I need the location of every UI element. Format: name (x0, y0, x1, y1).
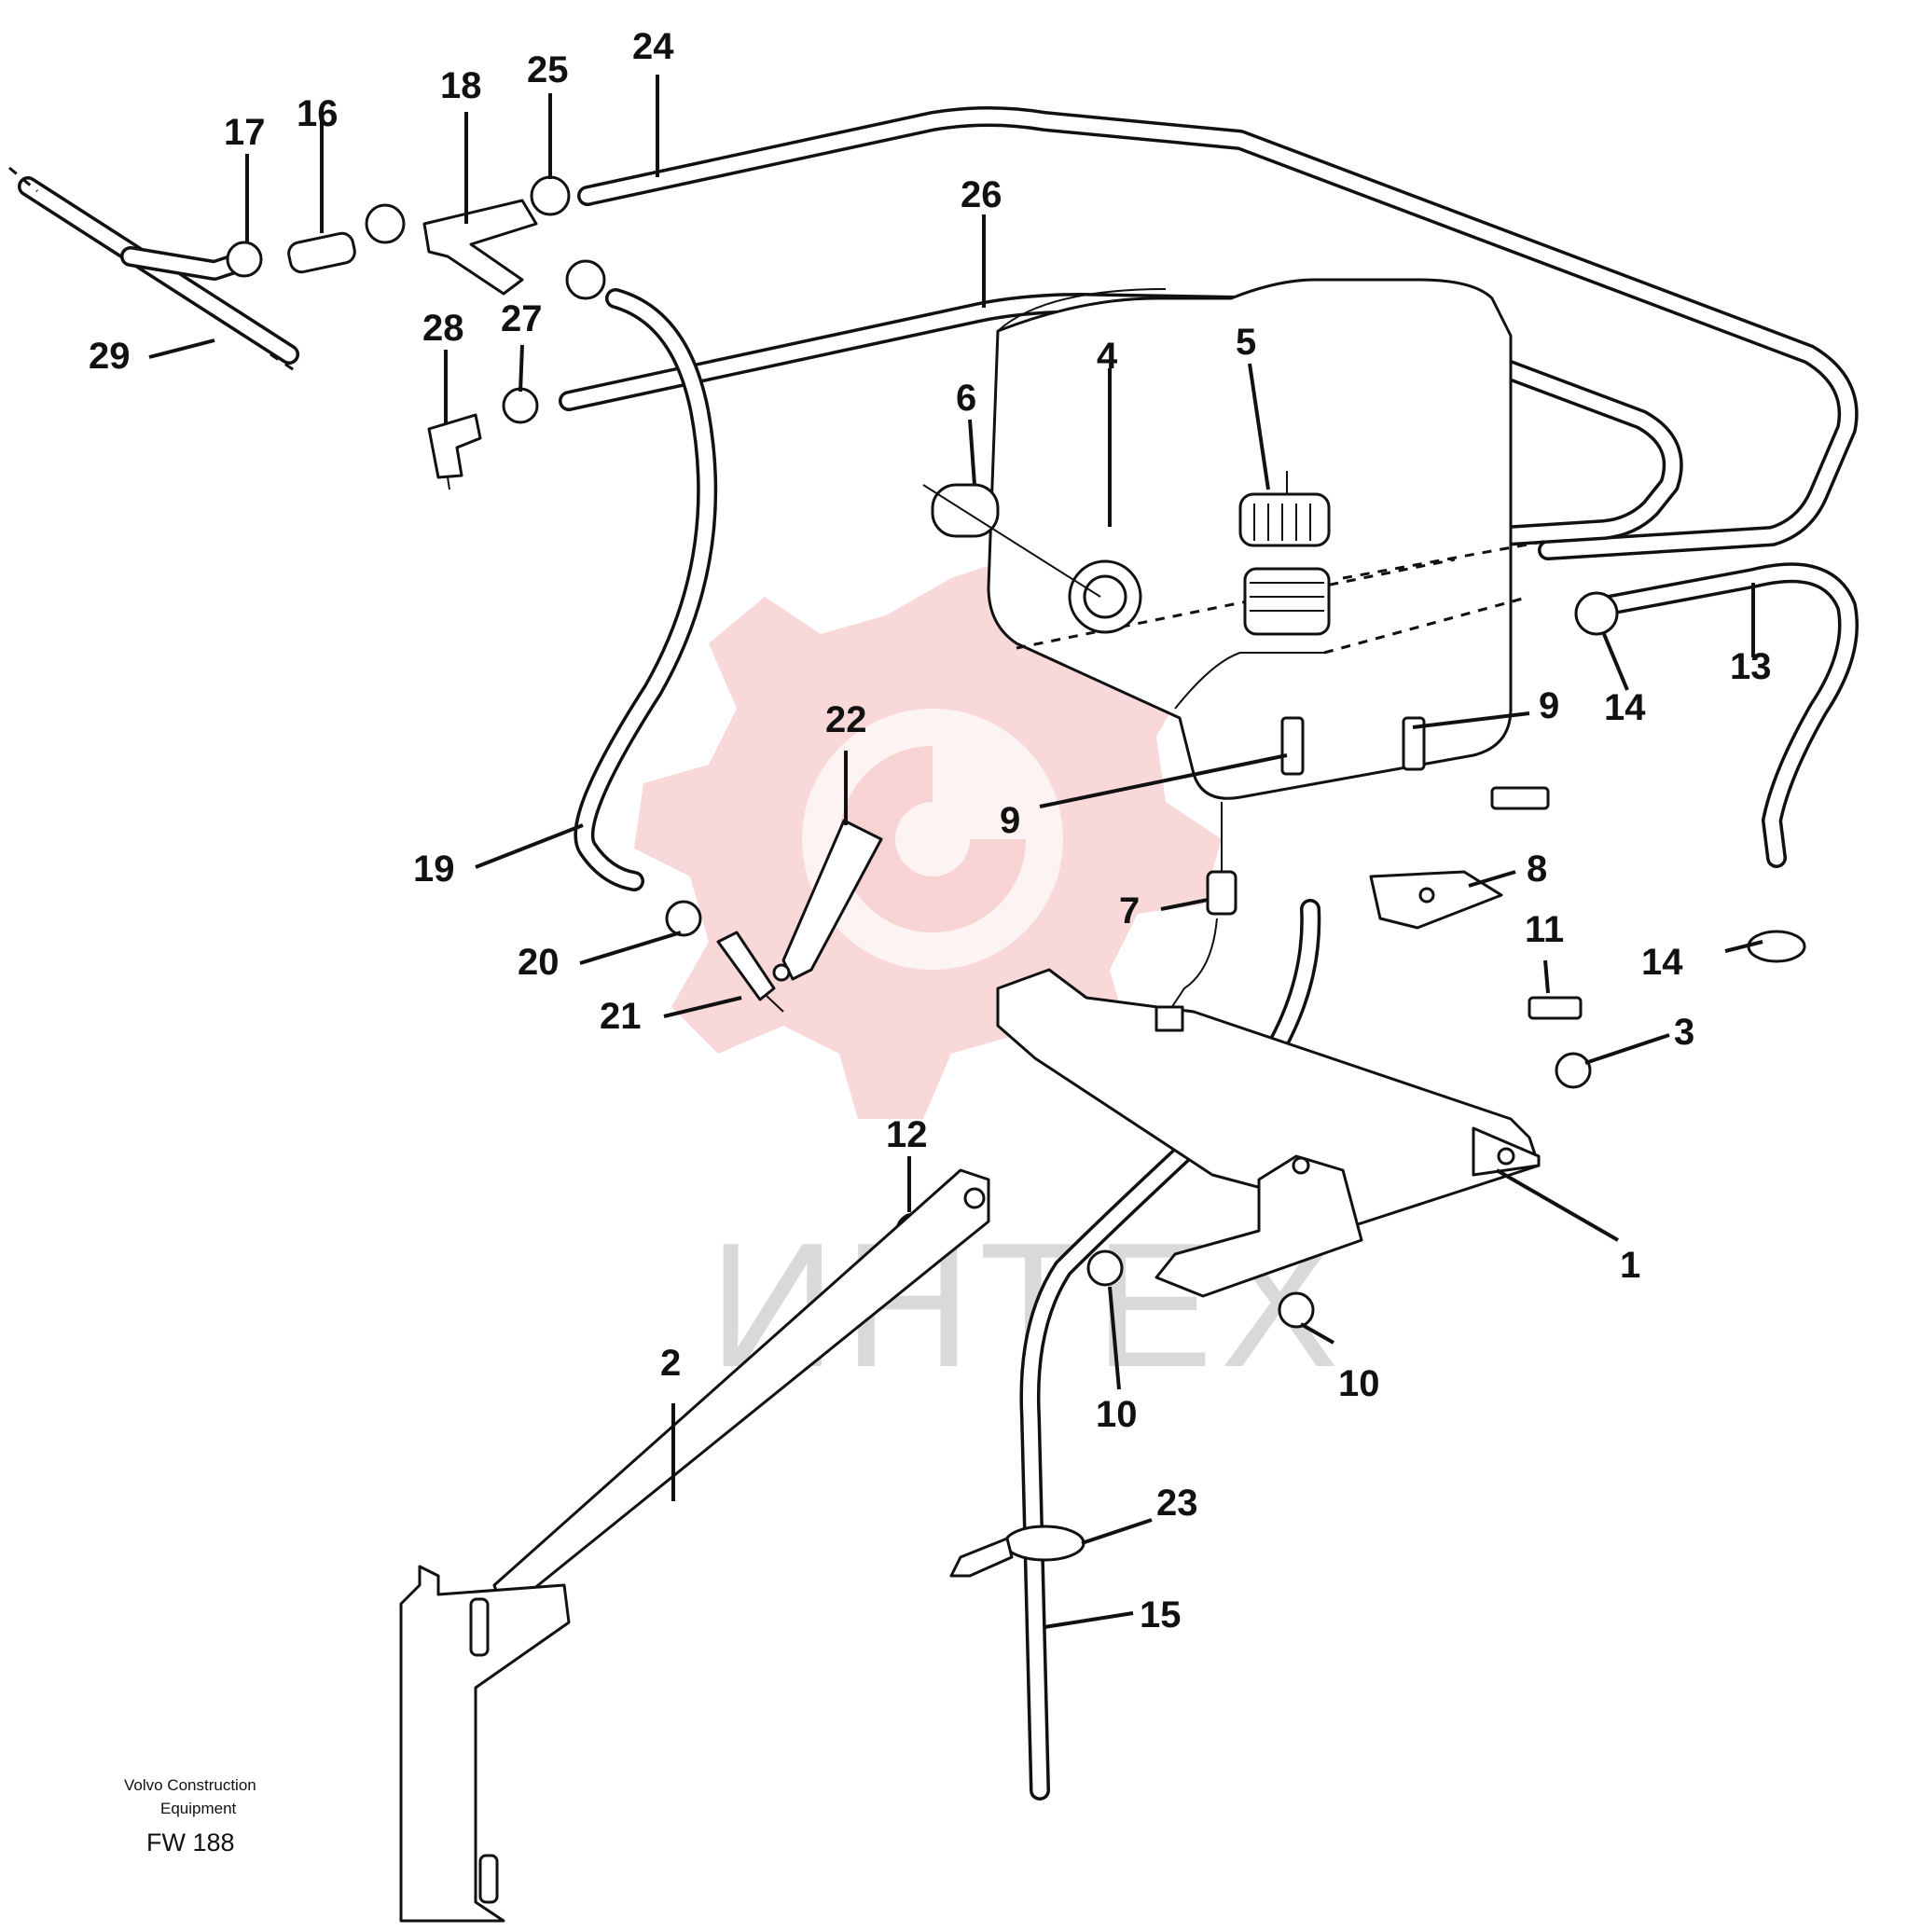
callout-22: 22 (825, 699, 867, 740)
callout-7: 7 (1119, 890, 1140, 932)
callout-11: 11 (1525, 909, 1564, 950)
callout-8: 8 (1527, 849, 1547, 890)
elbow-28 (427, 413, 482, 490)
hose-24 (577, 106, 1859, 560)
callout-10a: 10 (1096, 1394, 1138, 1435)
callout-14b: 14 (1641, 942, 1683, 983)
callout-1: 1 (1620, 1245, 1640, 1286)
clamp-27 (502, 387, 539, 424)
callout-28: 28 (422, 308, 464, 349)
callout-9a: 9 (1000, 800, 1020, 841)
hose-15 (1019, 899, 1321, 1801)
callout-20: 20 (518, 942, 560, 983)
pump-grommet (922, 483, 1142, 634)
clamp-20 (665, 900, 702, 937)
clamp-25 (530, 175, 571, 216)
maker-line-1: Volvo Construction (124, 1776, 256, 1794)
screws (1280, 716, 1583, 1020)
clamp-14-upper (1574, 591, 1619, 636)
clamp-17 (226, 241, 263, 278)
callout-18: 18 (440, 65, 482, 106)
callout-15: 15 (1140, 1594, 1182, 1635)
connector-pipe-16 (287, 231, 356, 274)
tee-connector-18 (422, 199, 538, 296)
callout-13: 13 (1730, 646, 1772, 687)
callout-6: 6 (956, 378, 976, 419)
support-stay (399, 1168, 990, 1923)
callout-24: 24 (632, 26, 674, 67)
callout-5: 5 (1236, 322, 1256, 363)
callout-19: 19 (413, 849, 455, 890)
figure-code: FW 188 (146, 1828, 235, 1856)
callout-10b: 10 (1338, 1363, 1380, 1404)
callout-17: 17 (224, 112, 266, 153)
callout-23: 23 (1156, 1483, 1198, 1524)
level-sensor (1154, 802, 1237, 1032)
callout-16: 16 (297, 93, 339, 134)
callout-14a: 14 (1604, 687, 1646, 728)
clamp-near-tee (365, 203, 606, 300)
callout-26: 26 (961, 174, 1002, 215)
callout-4: 4 (1097, 336, 1118, 377)
maker-line-2: Equipment (160, 1800, 237, 1817)
tank-filler-neck (1243, 567, 1331, 636)
callout-27: 27 (501, 298, 543, 339)
callout-2: 2 (660, 1343, 681, 1384)
hose-26 (559, 293, 1683, 546)
hose-clamp-23 (949, 1525, 1085, 1578)
callout-21: 21 (600, 996, 642, 1037)
washer-nozzle-21 (716, 931, 784, 1013)
tank-bracket (996, 968, 1541, 1298)
callout-12: 12 (886, 1114, 928, 1155)
leader-lines (148, 75, 1763, 1629)
callout-25: 25 (527, 49, 569, 90)
callout-numbers: 1 2 3 4 5 6 7 8 9 9 10 10 11 12 13 14 14… (89, 26, 1772, 1635)
tank-cap (1238, 471, 1331, 547)
footer-block: Volvo Construction Equipment FW 188 (124, 1776, 256, 1856)
callout-9b: 9 (1539, 685, 1559, 726)
clamp-14-lower (1747, 930, 1806, 963)
hose-19 (574, 288, 718, 891)
hose-13 (1594, 562, 1859, 868)
callout-3: 3 (1674, 1012, 1694, 1053)
sealant-tube-22 (772, 819, 883, 982)
callout-29: 29 (89, 336, 131, 377)
